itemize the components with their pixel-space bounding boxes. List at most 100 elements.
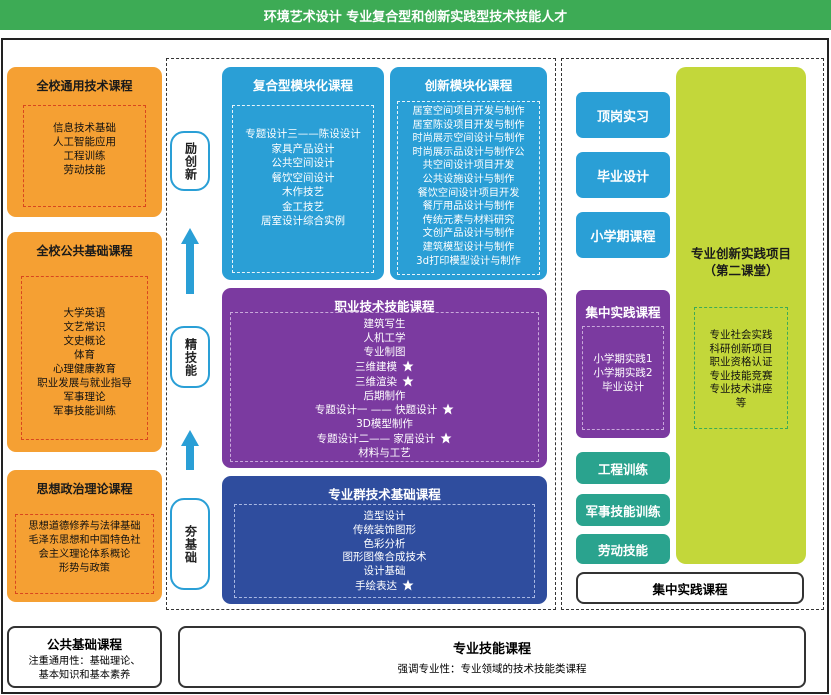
group-foundation-card: 专业群技术基础课程 造型设计 传统装饰图形 色彩分析 图形图像合成技术 设计基础…: [222, 476, 547, 604]
innovation-module-card: 创新模块化课程 居室空间项目开发与制作 居室陈设项目开发与制作 时尚展示空间设计…: [390, 67, 547, 280]
vocational-skills-card: 职业技术技能课程 建筑写生 人机工学 专业制图 三维建模 三维渲染 后期制作 专…: [222, 288, 547, 468]
stage-foundation: 夯基础: [170, 498, 210, 590]
list-item: 小学期实践2: [593, 367, 653, 379]
list-item: 大学英语: [63, 307, 106, 319]
list-item: 餐厅用品设计与制作: [422, 201, 515, 213]
innovation-dashbox: [397, 101, 540, 275]
banner-title: 环境艺术设计 专业复合型和创新实践型技术技能人才: [263, 9, 568, 25]
list-item: 专题设计一 —— 快题设计: [222, 403, 547, 418]
list-item: 等: [735, 396, 747, 409]
list-item: 毕业设计: [602, 381, 644, 393]
vocational-list: 建筑写生 人机工学 专业制图 三维建模 三维渲染 后期制作 专题设计一 —— 快…: [222, 318, 547, 461]
star-icon: [402, 375, 414, 387]
star-icon: [440, 432, 452, 444]
list-item: 传统元素与材料研究: [422, 214, 515, 226]
list-item: 传统装饰图形: [353, 523, 416, 536]
school-public-list: 大学英语 文艺常识 文史概论 体育 心理健康教育 职业发展与就业指导 军事理论 …: [7, 306, 162, 418]
list-item: 劳动技能: [63, 164, 106, 176]
list-item: 公共设施设计与制作: [422, 173, 515, 185]
list-item: 体育: [74, 349, 95, 361]
list-item: 手绘表达: [222, 579, 547, 594]
list-item: 时尚展示品设计与制作公: [412, 146, 525, 158]
school-general-title: 全校通用技术课程: [36, 79, 133, 93]
practice-graduation-design: 毕业设计: [576, 152, 670, 198]
list-item: 专业制图: [363, 345, 406, 358]
school-general-card: 全校通用技术课程 信息技术基础 人工智能应用 工程训练 劳动技能: [7, 67, 162, 217]
concentrated-practice-card: 集中实践课程 小学期实践1 小学期实践2 毕业设计: [576, 290, 670, 438]
list-item: 造型设计: [363, 510, 406, 522]
list-item: 人机工学: [363, 331, 406, 344]
composite-title: 复合型模块化课程: [252, 78, 353, 93]
stage-innovation: 励创新: [170, 131, 210, 191]
ideology-title: 思想政治理论课程: [36, 482, 133, 496]
composite-module-card: 复合型模块化课程 专题设计三——陈设设计 家具产品设计 公共空间设计 餐饮空间设…: [222, 67, 384, 280]
group-foundation-dashbox: [234, 504, 535, 598]
star-icon: [442, 403, 454, 415]
stage-foundation-label: 夯基础: [183, 524, 198, 564]
school-public-title: 全校公共基础课程: [36, 244, 133, 258]
public-foundation-box: 公共基础课程 注重通用性：基础理论、 基本知识和基本素养: [7, 626, 162, 688]
list-item: 信息技术基础: [53, 122, 116, 134]
practice-footer-label: 集中实践课程: [576, 572, 804, 604]
list-item: 家具产品设计: [271, 142, 335, 155]
stage-refine: 精技能: [170, 326, 210, 388]
list-item: 木作技艺: [282, 186, 324, 198]
vocational-dashbox: [230, 312, 539, 462]
list-item: 图形图像合成技术: [342, 551, 427, 564]
list-item: 建筑写生: [363, 318, 406, 330]
list-item: 金工技艺: [282, 200, 324, 213]
list-item: 建筑模型设计与制作: [422, 241, 515, 253]
composite-dashbox: [232, 105, 374, 273]
list-item: 时尚展示空间设计与制作: [412, 133, 525, 145]
innovation-project-dashbox: [694, 307, 788, 429]
stage-innovation-label: 励创新: [183, 141, 198, 181]
school-general-dashbox: [23, 105, 146, 207]
list-item: 文艺常识: [63, 321, 106, 333]
list-item: 形势与政策: [59, 563, 110, 574]
list-item: 科研创新项目: [709, 342, 773, 355]
arrow-up-icon: [181, 430, 199, 470]
list-item: 专题设计二—— 家居设计: [222, 432, 547, 447]
ideology-dashbox: [15, 514, 154, 594]
vocational-title: 职业技术技能课程: [334, 299, 435, 314]
list-item: 心理健康教育: [53, 363, 116, 375]
practice-internship: 顶岗实习: [576, 92, 670, 138]
list-item: 文史概论: [63, 335, 106, 347]
list-item: 餐饮空间设计项目开发: [417, 187, 520, 199]
professional-skills-box: 专业技能课程 强调专业性：专业领域的技术技能类课程: [178, 626, 806, 688]
practice-engineering-training: 工程训练: [576, 452, 670, 484]
list-item: 工程训练: [63, 150, 106, 162]
practice-labor-skills: 劳动技能: [576, 534, 670, 564]
list-item: 专题设计三——陈设设计: [245, 128, 361, 140]
list-item: 居室设计综合实例: [261, 215, 345, 227]
innovation-list: 居室空间项目开发与制作 居室陈设项目开发与制作 时尚展示空间设计与制作 时尚展示…: [390, 105, 547, 268]
list-item: 职业资格认证: [709, 356, 773, 368]
practice-short-term: 小学期课程: [576, 212, 670, 258]
ideology-list: 思想道德修养与法律基础 毛泽东思想和中国特色社 会主义理论体系概论 形势与政策: [7, 520, 162, 576]
list-item: 共空间设计项目开发: [422, 160, 515, 172]
list-item: 设计基础: [363, 565, 406, 578]
list-item: 军事理论: [63, 391, 106, 403]
list-item: 小学期实践1: [593, 353, 653, 365]
concentrated-title: 集中实践课程: [585, 305, 661, 320]
stage-refine-label: 精技能: [183, 337, 198, 377]
practice-dash-region: [561, 58, 824, 610]
list-item: 军事技能训练: [53, 405, 116, 417]
list-item: 后期制作: [363, 389, 406, 402]
list-item: 思想道德修养与法律基础: [28, 521, 141, 532]
list-item: 专业技能竞赛: [709, 369, 773, 382]
list-item: 人工智能应用: [53, 136, 116, 148]
list-item: 专业技术讲座: [709, 383, 773, 395]
list-item: 色彩分析: [363, 537, 406, 550]
list-item: 文创产品设计与制作: [422, 228, 515, 240]
list-item: 餐饮空间设计: [271, 171, 335, 184]
public-foundation-desc: 注重通用性：基础理论、 基本知识和基本素养: [28, 656, 141, 681]
list-item: 居室空间项目开发与制作: [412, 106, 525, 117]
school-public-dashbox: [21, 276, 148, 440]
school-general-list: 信息技术基础 人工智能应用 工程训练 劳动技能: [7, 121, 162, 177]
innovation-project-title: 专业创新实践项目 （第二课堂）: [690, 246, 791, 278]
list-item: 3D模型制作: [356, 418, 413, 431]
star-icon: [402, 579, 414, 591]
group-foundation-title: 专业群技术基础课程: [328, 487, 441, 502]
innovation-title: 创新模块化课程: [424, 78, 513, 93]
